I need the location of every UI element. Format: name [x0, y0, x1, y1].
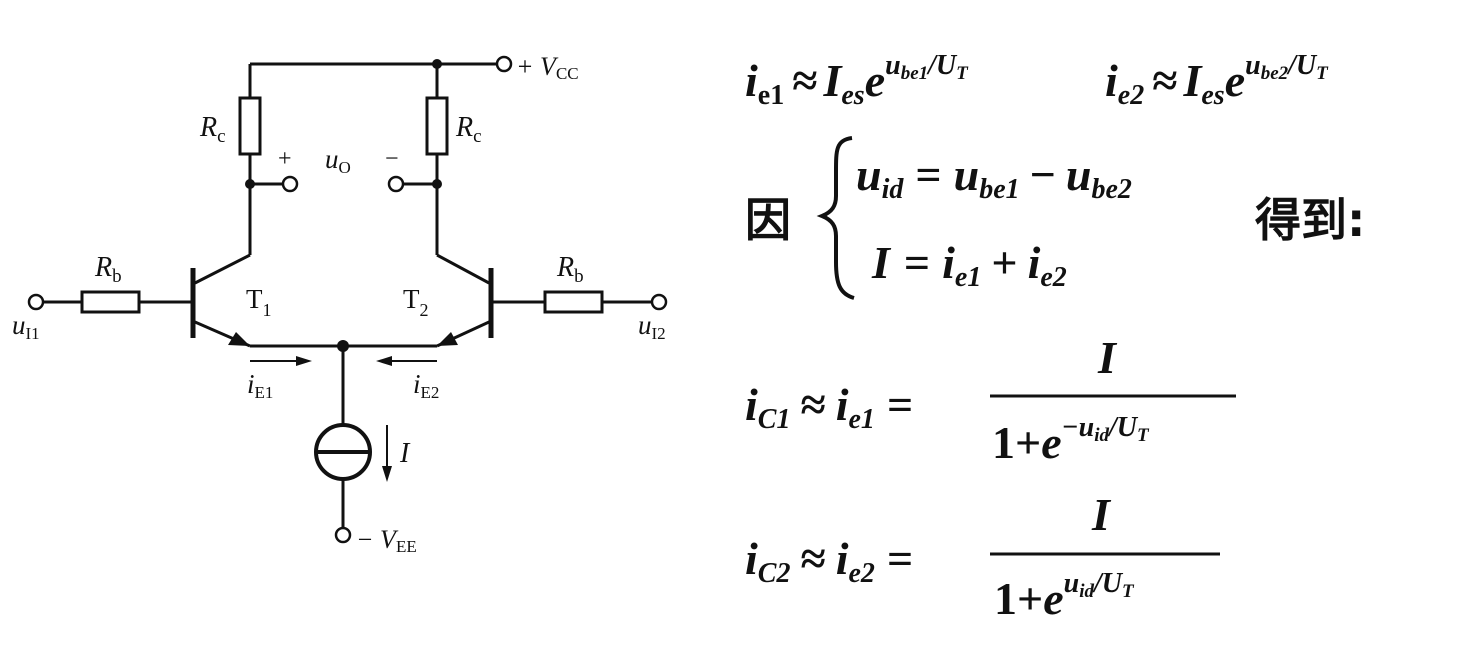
because-label: 因: [745, 193, 791, 247]
t2-collector-lead: [436, 253, 490, 285]
t2-label: T2: [403, 284, 429, 320]
t1-label: T1: [246, 284, 272, 320]
rc-right-resistor: [425, 96, 449, 156]
rc-left-label: Rc: [199, 112, 226, 147]
rb-right-label: Rb: [556, 252, 584, 287]
deduce-label: 得到:: [1255, 193, 1365, 247]
ic1-denominator: 1+e−uid/UT: [992, 412, 1150, 468]
equation-uid: uid=ube1−ube2: [856, 149, 1132, 205]
vee-label: − VEE: [356, 525, 417, 556]
uo-label: uO: [325, 144, 351, 177]
ie2-arrow-head: [376, 356, 392, 366]
t1-collector-lead: [194, 253, 251, 285]
ui1-terminal: [27, 293, 45, 311]
equation-ic2-lhs: iC2≈ie2=: [745, 533, 913, 589]
ui1-label: uI1: [12, 310, 40, 343]
t1-emitter-arrow: [228, 332, 250, 346]
out-plus-terminal: [281, 175, 299, 193]
rc-left-resistor: [238, 96, 262, 156]
equation-ic1-lhs: iC1≈ie1=: [745, 379, 913, 435]
rb-right-resistor: [543, 290, 604, 314]
t2-emitter-arrow: [437, 332, 458, 346]
circuit-diagram: + VCC Rc + Rc − uO T1 T2: [12, 52, 668, 556]
ic2-denominator: 1+euid/UT: [994, 568, 1135, 624]
vcc-terminal: [495, 55, 513, 73]
rb-left-label: Rb: [94, 252, 122, 287]
equation-ie2: ie2≈Ieseube2/UT: [1105, 50, 1329, 111]
equations: ie1≈Ieseube1/UT ie2≈Ieseube2/UT 因 uid=ub…: [745, 50, 1365, 624]
ui2-terminal: [650, 293, 668, 311]
current-arrow-head: [382, 466, 392, 482]
out-minus-label: −: [385, 146, 399, 172]
ic2-numerator: I: [1091, 489, 1112, 540]
current-label: I: [399, 438, 411, 469]
vee-terminal: [334, 526, 352, 544]
vcc-label: + VCC: [516, 52, 579, 83]
rc-right-label: Rc: [455, 112, 482, 147]
rb-left-resistor: [80, 290, 141, 314]
ic1-numerator: I: [1097, 332, 1118, 383]
out-plus-label: +: [278, 146, 292, 172]
ie2-label: iE2: [413, 369, 439, 402]
ui2-label: uI2: [638, 310, 666, 343]
equation-ie1: ie1≈Ieseube1/UT: [745, 50, 969, 111]
ie1-arrow-head: [296, 356, 312, 366]
system-brace: [816, 136, 855, 300]
equation-I: I=ie1+ie2: [871, 237, 1067, 293]
out-minus-terminal: [387, 175, 405, 193]
ie1-label: iE1: [247, 369, 273, 402]
